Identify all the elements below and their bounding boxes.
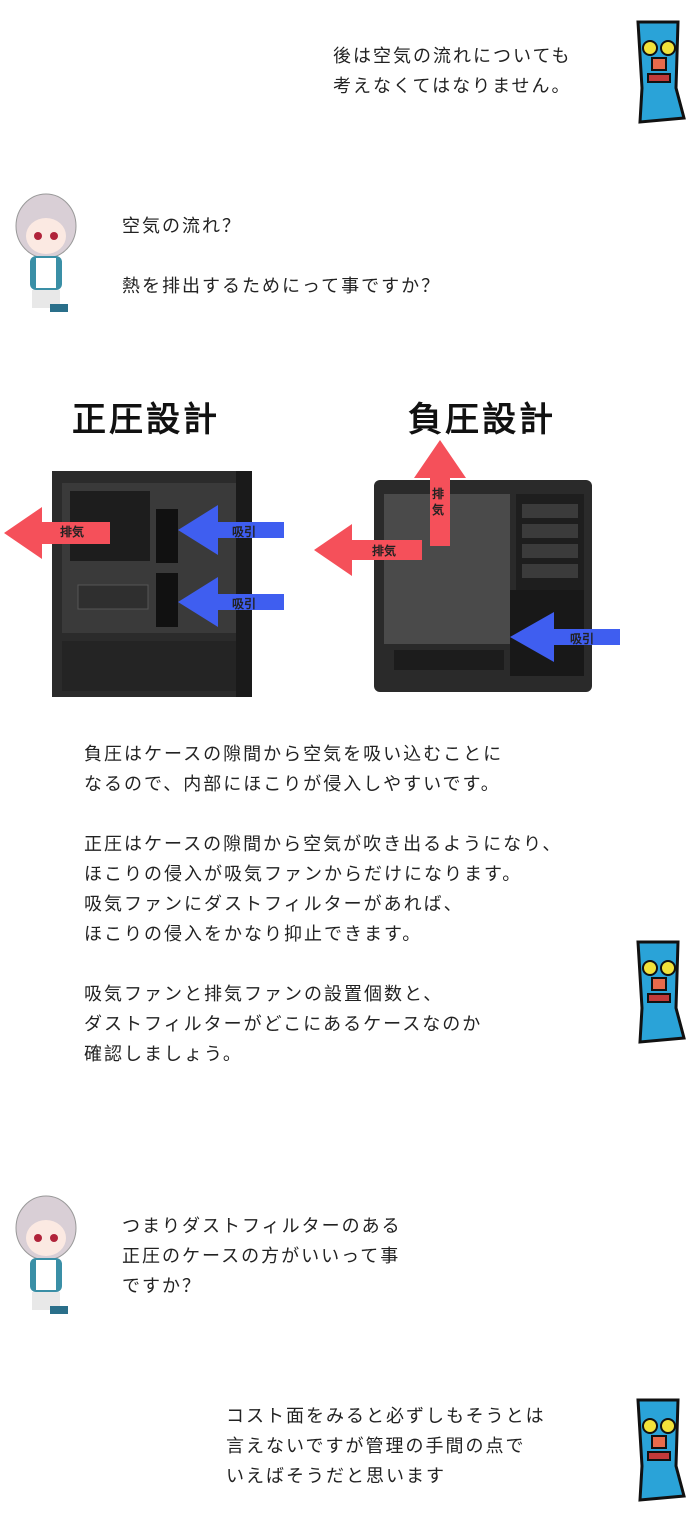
exhaust-arrow-top	[414, 440, 466, 546]
totem-avatar	[630, 18, 686, 126]
intake-label: 吸引	[570, 632, 595, 646]
positive-pressure-diagram: 排気 吸引 吸引	[0, 465, 300, 700]
intake-label-upper: 吸引	[232, 525, 257, 539]
intake-arrow-upper	[178, 505, 284, 555]
intake-arrow-lower	[178, 577, 284, 627]
girl-line-1: 空気の流れ？ 熱を排出するためにって事ですか？	[122, 216, 442, 297]
intake-label-lower: 吸引	[232, 597, 257, 611]
intake-arrow	[510, 612, 620, 662]
exhaust-arrow-side	[314, 524, 422, 576]
exhaust-arrow	[4, 507, 110, 559]
exhaust-top-label: 排 気	[432, 487, 445, 517]
totem-line-3: コスト面をみると必ずしもそうとは 言えないですが管理の手間の点で いえばそうだと…	[226, 1406, 546, 1487]
exhaust-label: 排気	[60, 525, 85, 539]
totem-avatar	[630, 1396, 686, 1504]
girl-avatar	[6, 186, 86, 322]
negative-pressure-diagram: 排 気 排気 吸引	[310, 440, 630, 700]
exhaust-side-label: 排気	[372, 544, 397, 558]
totem-line-1: 後は空気の流れについても 考えなくてはなりません。	[333, 46, 572, 97]
positive-pressure-title: 正圧設計	[72, 400, 220, 440]
girl-avatar	[6, 1188, 86, 1324]
totem-avatar	[630, 938, 686, 1046]
negative-pressure-title: 負圧設計	[408, 400, 556, 440]
girl-line-2: つまりダストフィルターのある 正圧のケースの方がいいって事 ですか？	[122, 1216, 402, 1297]
totem-line-2: 負圧はケースの隙間から空気を吸い込むことに なるので、内部にほこりが侵入しやすい…	[84, 744, 563, 1065]
